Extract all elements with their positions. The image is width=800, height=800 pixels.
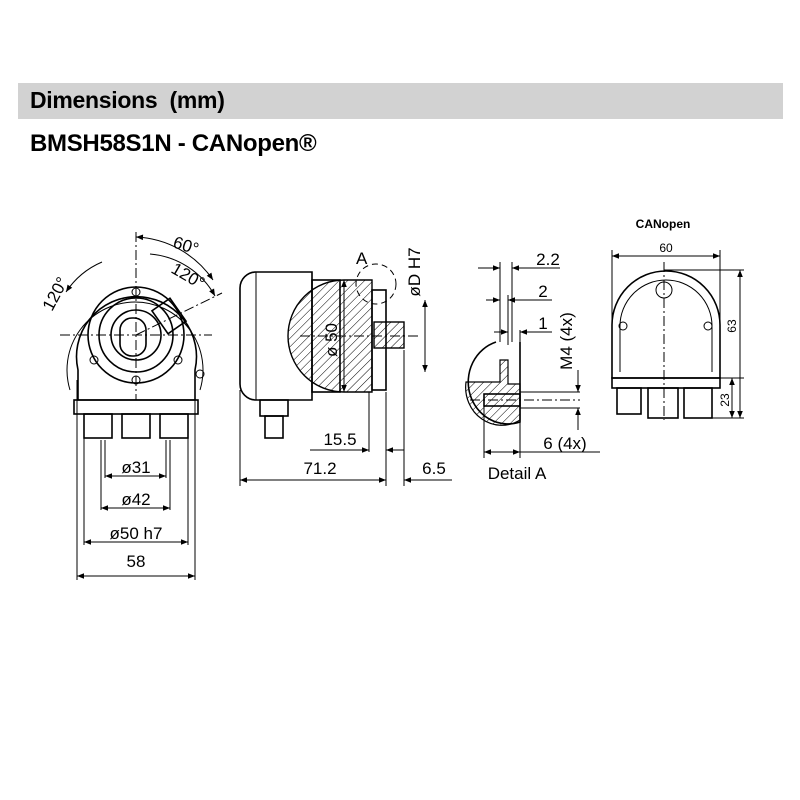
dim-m4-label: M4 (4x) [557, 312, 576, 370]
canopen-screw-left [618, 321, 628, 331]
dim-6-5-label: 6.5 [422, 459, 446, 478]
front-base [73, 399, 199, 415]
side-connector-nut [264, 415, 284, 439]
dim-50-label: ø50 h7 [110, 524, 163, 543]
front-clamp [150, 297, 188, 335]
front-screw-right [173, 355, 183, 365]
canopen-cover-inner [619, 279, 713, 372]
canopen-dim-60-label: 60 [659, 241, 673, 255]
front-flange [75, 295, 198, 401]
dim-58-label: 58 [127, 552, 146, 571]
dim-2-2-label: 2.2 [536, 250, 560, 269]
canopen-view: CANopen 60 63 23 [611, 217, 744, 420]
angle-60-label: 60° [171, 233, 201, 259]
angle-120-left-label: 120° [39, 274, 72, 314]
dim-15-5-label: 15.5 [323, 430, 356, 449]
canopen-gland-2 [647, 387, 679, 419]
angle-120-right-label: 120° [168, 259, 208, 293]
front-screw-left [89, 355, 99, 365]
side-connector-body [259, 399, 289, 417]
angle-120-left-arc [65, 261, 103, 293]
section-title: Dimensions (mm) [30, 87, 225, 113]
canopen-base [611, 377, 721, 389]
front-connector-2 [121, 413, 151, 439]
front-screw-outer [195, 369, 205, 379]
front-angle-line [135, 292, 223, 336]
canopen-dim-63-label: 63 [725, 319, 739, 333]
canopen-gland-3 [683, 387, 713, 419]
canopen-dim-23-label: 23 [718, 393, 732, 407]
detail-a-circle [355, 263, 397, 305]
angle-120-right-arc [149, 253, 216, 297]
front-shaft-bore [119, 317, 147, 357]
side-housing [239, 271, 313, 401]
front-view: 60° 120° 120° ø31 ø42 ø50 h7 58 [39, 232, 223, 580]
dim-71-2-label: 71.2 [303, 459, 336, 478]
dim-31-label: ø31 [121, 458, 150, 477]
detail-caption: Detail A [488, 464, 547, 483]
front-outer-arc [66, 301, 204, 391]
dim-d-label: øD H7 [405, 247, 424, 296]
dim-6-label: 6 (4x) [543, 434, 586, 453]
detail-view: 2.2 2 1 M4 (4x) 6 (4x) Detail A [465, 250, 600, 483]
side-view: A ø 50 øD H7 15.5 71.2 6.5 [239, 247, 452, 486]
canopen-screw-right [703, 321, 713, 331]
front-connector-3 [159, 413, 189, 439]
dim-42-label: ø42 [121, 490, 150, 509]
dim-2-label: 2 [538, 282, 547, 301]
canopen-gland-1 [616, 387, 642, 415]
side-clamp [373, 321, 405, 349]
section-header: Dimensions (mm) [18, 83, 783, 119]
dim-side-50-label: ø 50 [322, 323, 341, 357]
dim-1-label: 1 [538, 314, 547, 333]
canopen-title: CANopen [636, 217, 691, 231]
detail-hatch [465, 359, 521, 426]
front-connector-1 [83, 413, 113, 439]
detail-a-marker: A [356, 249, 368, 268]
side-section-hatch [287, 279, 373, 393]
angle-60-arc [135, 234, 214, 281]
canopen-cover [611, 270, 721, 379]
model-title: BMSH58S1N - CANopen® [30, 130, 317, 157]
